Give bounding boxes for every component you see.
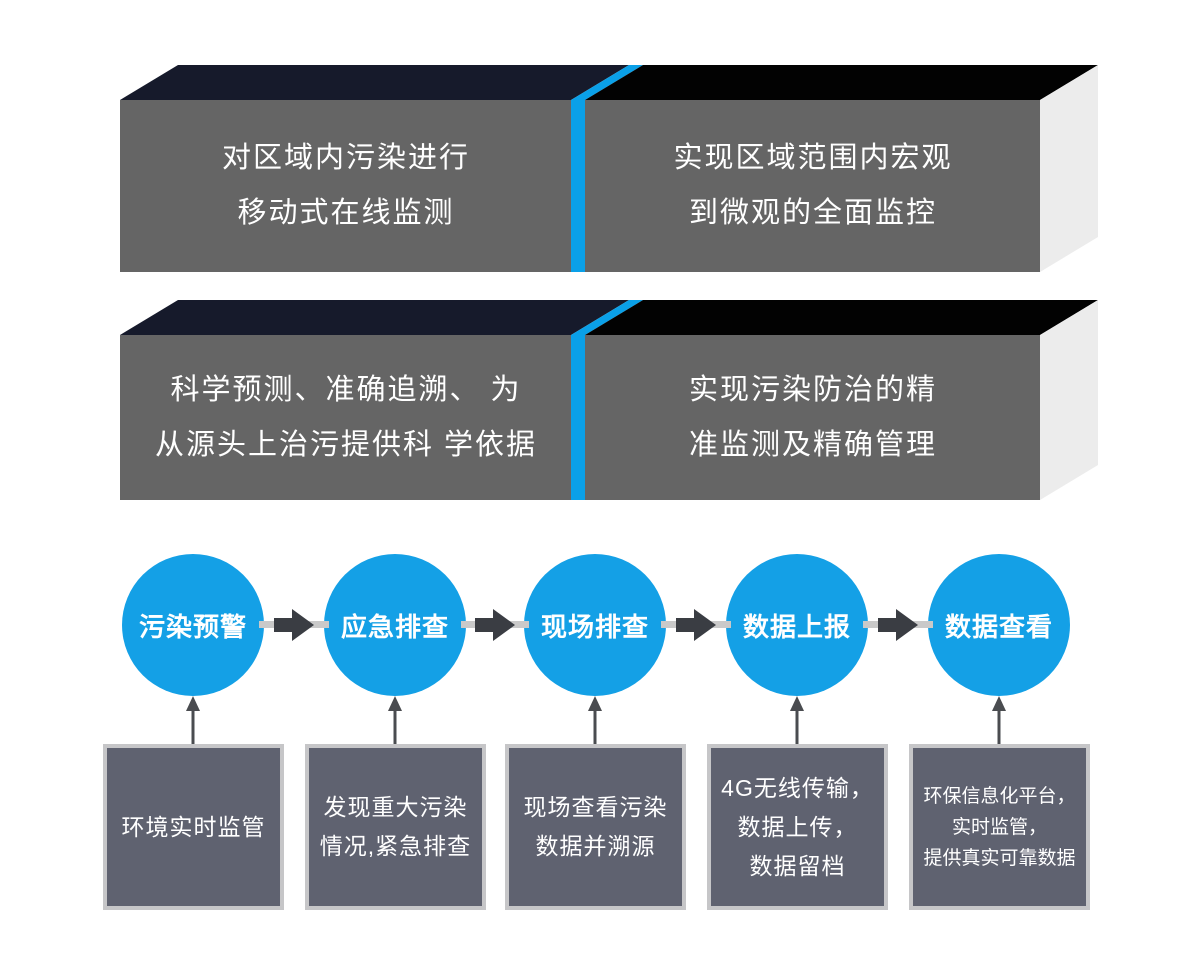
flow-desc-box-platform: 环保信息化平台， 实时监管， 提供真实可靠数据: [909, 744, 1090, 910]
box-line: 环保信息化平台，: [923, 785, 1076, 807]
flow-step-label: 应急排查: [340, 611, 449, 642]
arrow-right-icon: [878, 609, 918, 641]
flow-step-circle-data-report: 数据上报: [726, 554, 868, 696]
box-line: 实时监管，: [951, 816, 1047, 838]
box-line: 现场查看污染: [523, 794, 668, 820]
flow-step-circle-pollution-warning: 污染预警: [122, 554, 264, 696]
flow-desc-box-major-pollution: 发现重大污染 情况,紧急排查: [305, 744, 486, 910]
arrow-right-icon: [475, 609, 515, 641]
flow-step-circle-emergency-check: 应急排查: [324, 554, 466, 696]
arrow-up-icon: [790, 696, 804, 744]
box-line: 4G无线传输，: [721, 774, 874, 801]
banner2-right-line2: 准监测及精确管理: [688, 429, 937, 461]
banner1-left-text: 对区域内污染进行 移动式在线监测: [120, 131, 572, 241]
arrow-up-icon: [992, 696, 1006, 744]
flow-step-circle-data-view: 数据查看: [928, 554, 1070, 696]
banner2-right-line1: 实现污染防治的精: [688, 374, 937, 406]
banner2-left-line1: 科学预测、准确追溯、 为: [170, 374, 522, 406]
flow-step-label: 现场排查: [540, 611, 649, 642]
box-line: 提供真实可靠数据: [923, 847, 1076, 869]
box-line: 环境实时监管: [121, 813, 266, 840]
box-line: 数据并溯源: [535, 833, 656, 859]
flow-desc-box-onsite-trace: 现场查看污染 数据并溯源: [505, 744, 686, 910]
banner2-3d-shape: [120, 300, 1098, 500]
flow-step-label: 数据上报: [742, 611, 851, 642]
banner2-right-text: 实现污染防治的精 准监测及精确管理: [586, 363, 1040, 473]
banner1-left-line1: 对区域内污染进行: [221, 142, 470, 174]
flow-step-label: 污染预警: [138, 611, 247, 642]
box-line: 数据留档: [749, 852, 846, 879]
arrow-up-icon: [388, 696, 402, 744]
flow-desc-box-realtime-supervision: 环境实时监管: [103, 744, 284, 910]
box-line: 发现重大污染: [323, 794, 468, 820]
banner1-left-line2: 移动式在线监测: [237, 197, 455, 229]
banner2-left-line2: 从源头上治污提供科 学依据: [154, 429, 538, 461]
flow-desc-box-4g-transfer: 4G无线传输， 数据上传， 数据留档: [707, 744, 888, 910]
arrow-up-icon: [588, 696, 602, 744]
banner2-left-text: 科学预测、准确追溯、 为 从源头上治污提供科 学依据: [120, 363, 572, 473]
arrow-right-icon: [274, 609, 314, 641]
arrow-up-icon: [186, 696, 200, 744]
banner1-3d-shape: [120, 65, 1098, 272]
flow-step-circle-onsite-check: 现场排查: [524, 554, 666, 696]
box-line: 数据上传，: [737, 813, 858, 840]
banner1-right-line2: 到微观的全面监控: [688, 197, 937, 229]
banner1-right-text: 实现区域范围内宏观 到微观的全面监控: [586, 131, 1040, 241]
arrow-right-icon: [676, 609, 716, 641]
box-line: 情况,紧急排查: [319, 833, 472, 859]
flow-step-label: 数据查看: [944, 611, 1053, 642]
banner1-right-line1: 实现区域范围内宏观: [673, 142, 953, 174]
